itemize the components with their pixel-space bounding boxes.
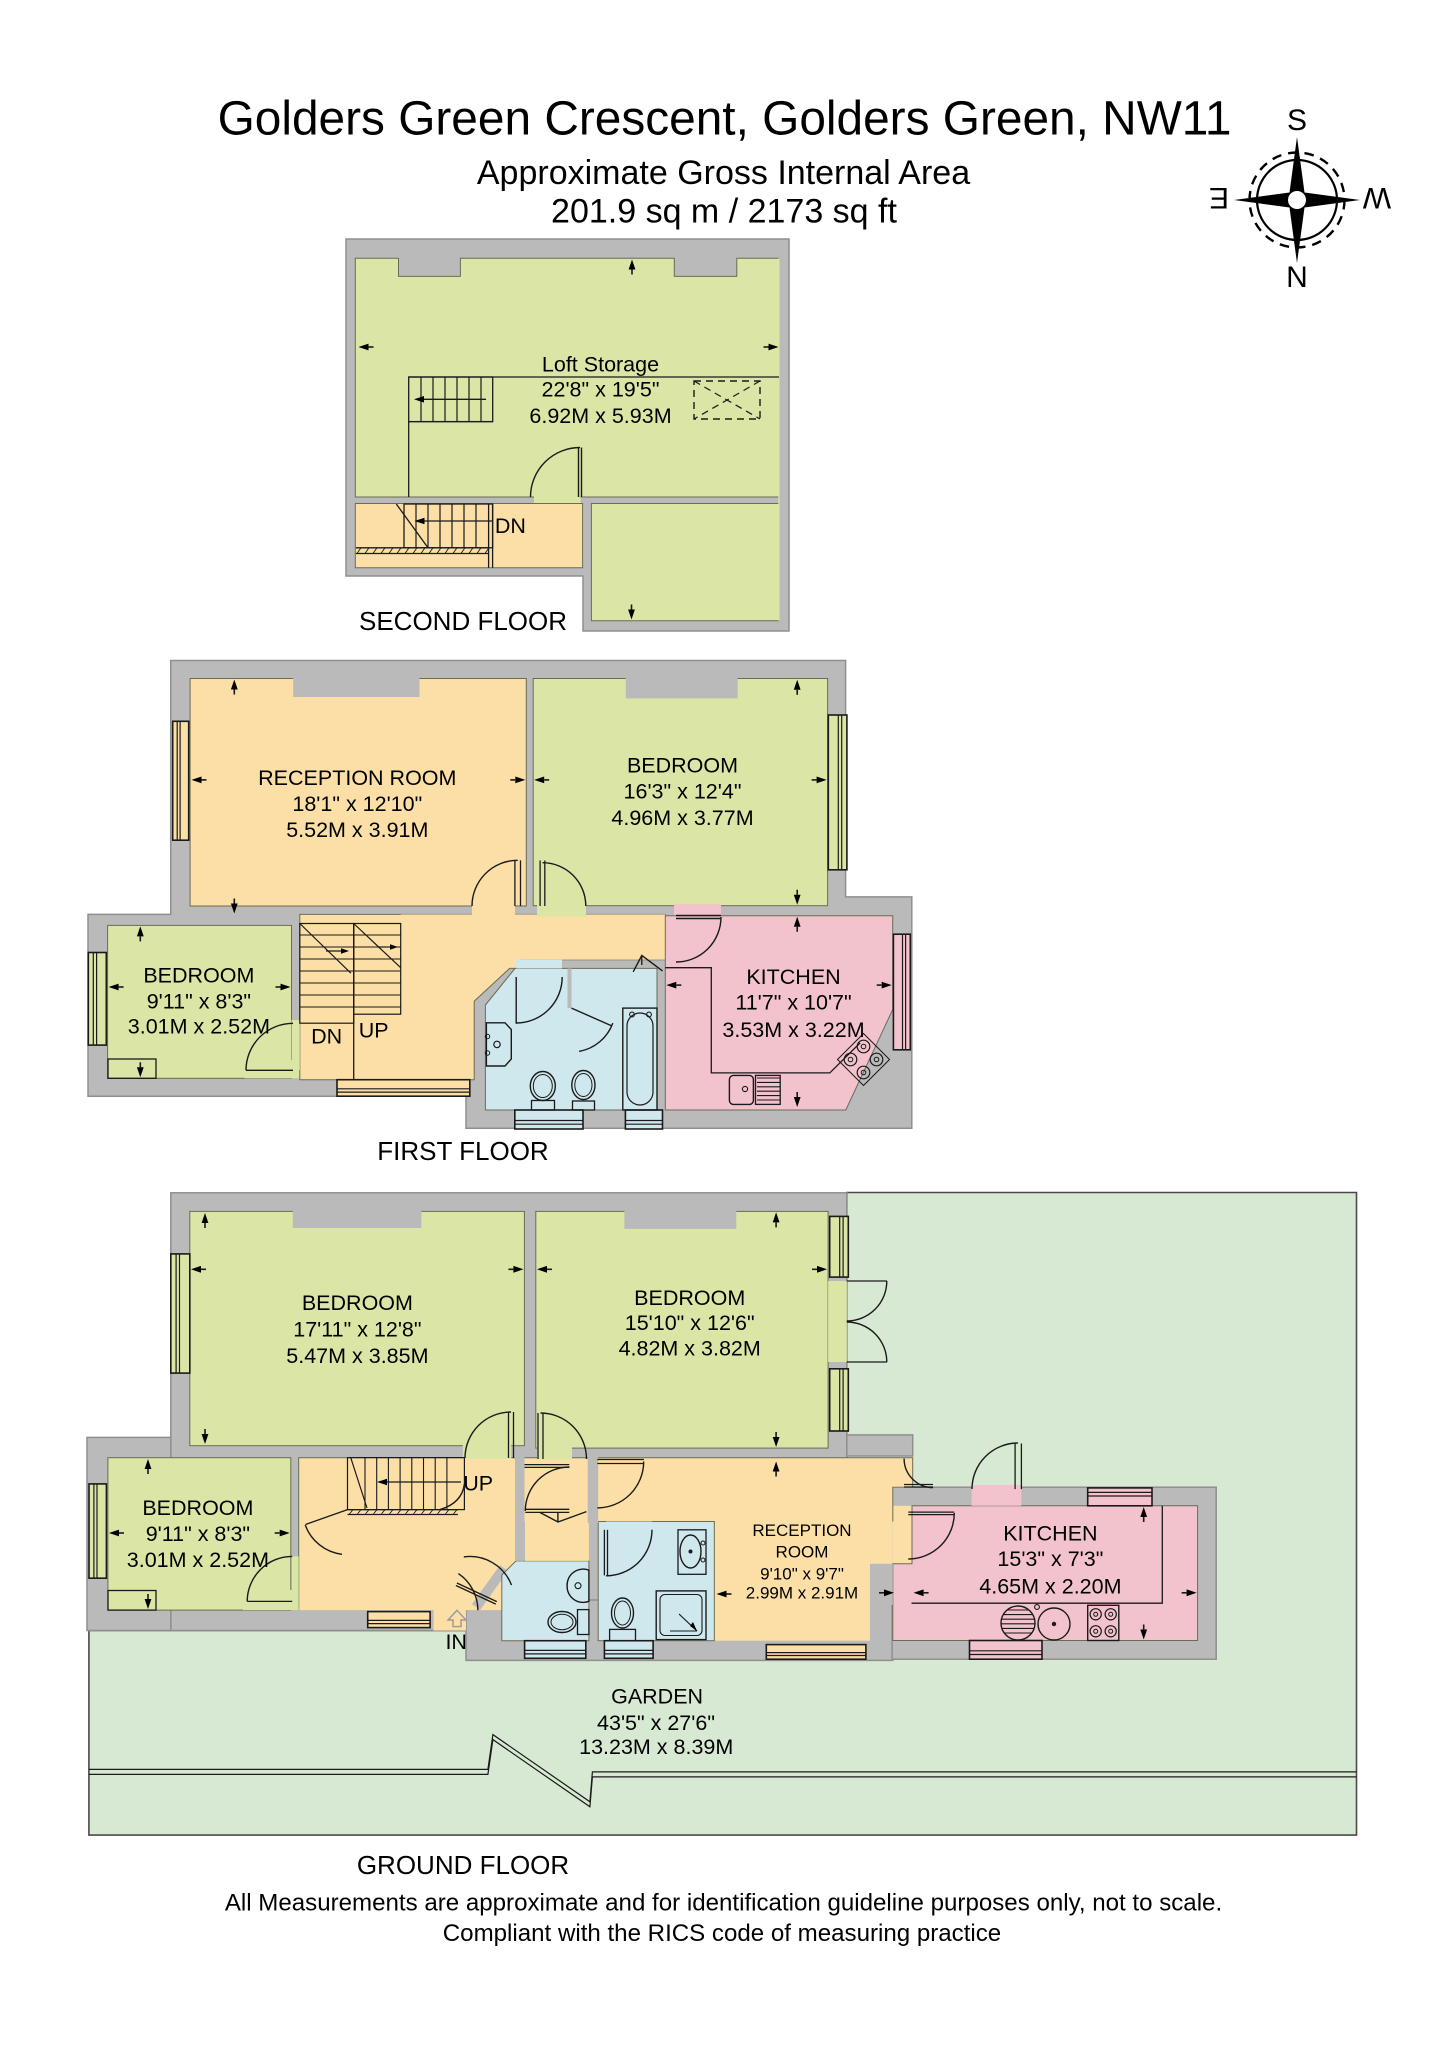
svg-text:201.9 sq m / 2173 sq ft: 201.9 sq m / 2173 sq ft — [551, 193, 897, 231]
svg-text:Golders Green Crescent, Golder: Golders Green Crescent, Golders Green, N… — [218, 93, 1232, 146]
svg-text:4.96M x 3.77M: 4.96M x 3.77M — [611, 806, 753, 830]
svg-text:BEDROOM: BEDROOM — [142, 1496, 253, 1520]
svg-text:KITCHEN: KITCHEN — [1003, 1521, 1097, 1545]
svg-text:BEDROOM: BEDROOM — [634, 1286, 745, 1310]
svg-text:11'7" x 10'7": 11'7" x 10'7" — [735, 990, 851, 1014]
svg-text:N: N — [1286, 261, 1308, 294]
svg-text:SECOND FLOOR: SECOND FLOOR — [359, 606, 567, 636]
svg-text:6.92M x 5.93M: 6.92M x 5.93M — [529, 404, 671, 428]
svg-text:E: E — [1209, 181, 1229, 214]
svg-text:43'5" x 27'6": 43'5" x 27'6" — [597, 1711, 715, 1735]
svg-text:17'11" x 12'8": 17'11" x 12'8" — [293, 1318, 421, 1342]
svg-text:BEDROOM: BEDROOM — [143, 963, 254, 987]
svg-text:13.23M x 8.39M: 13.23M x 8.39M — [579, 1735, 733, 1759]
svg-text:Compliant with the RICS code o: Compliant with the RICS code of measurin… — [443, 1920, 1001, 1947]
svg-text:GROUND FLOOR: GROUND FLOOR — [357, 1850, 569, 1880]
svg-text:16'3" x 12'4": 16'3" x 12'4" — [624, 780, 742, 804]
svg-text:3.01M x 2.52M: 3.01M x 2.52M — [128, 1015, 270, 1039]
svg-text:GARDEN: GARDEN — [611, 1685, 703, 1709]
svg-text:9'10" x 9'7": 9'10" x 9'7" — [760, 1564, 844, 1583]
svg-text:4.65M x 2.20M: 4.65M x 2.20M — [979, 1575, 1121, 1599]
svg-text:Loft Storage: Loft Storage — [542, 353, 659, 377]
svg-text:15'3" x 7'3": 15'3" x 7'3" — [997, 1547, 1103, 1571]
svg-text:RECEPTION ROOM: RECEPTION ROOM — [258, 766, 456, 790]
svg-text:3.01M x 2.52M: 3.01M x 2.52M — [127, 1548, 269, 1572]
svg-text:KITCHEN: KITCHEN — [746, 965, 840, 989]
svg-text:3.53M x 3.22M: 3.53M x 3.22M — [722, 1018, 864, 1042]
svg-text:Approximate Gross Internal Are: Approximate Gross Internal Area — [477, 154, 970, 192]
svg-text:15'10" x 12'6": 15'10" x 12'6" — [625, 1311, 755, 1335]
svg-text:FIRST FLOOR: FIRST FLOOR — [377, 1136, 548, 1166]
svg-text:18'1" x 12'10": 18'1" x 12'10" — [292, 792, 422, 816]
svg-text:RECEPTION: RECEPTION — [752, 1521, 851, 1540]
svg-text:9'11" x 8'3": 9'11" x 8'3" — [146, 1522, 250, 1546]
svg-text:S: S — [1287, 104, 1307, 137]
svg-text:2.99M x 2.91M: 2.99M x 2.91M — [746, 1584, 858, 1603]
svg-text:All Measurements are approxima: All Measurements are approximate and for… — [225, 1890, 1222, 1917]
svg-text:BEDROOM: BEDROOM — [302, 1291, 413, 1315]
svg-text:UP: UP — [463, 1472, 493, 1496]
svg-text:22'8" x 19'5": 22'8" x 19'5" — [542, 378, 660, 402]
svg-text:5.52M x 3.91M: 5.52M x 3.91M — [286, 818, 428, 842]
svg-text:W: W — [1362, 181, 1391, 214]
svg-text:4.82M x 3.82M: 4.82M x 3.82M — [619, 1337, 761, 1361]
svg-text:5.47M x 3.85M: 5.47M x 3.85M — [286, 1344, 428, 1368]
svg-text:ROOM: ROOM — [776, 1543, 829, 1562]
svg-text:IN: IN — [445, 1630, 467, 1654]
svg-text:UP: UP — [359, 1019, 389, 1043]
svg-text:BEDROOM: BEDROOM — [627, 753, 738, 777]
svg-text:DN: DN — [311, 1025, 342, 1049]
svg-text:DN: DN — [495, 514, 526, 538]
svg-text:9'11" x 8'3": 9'11" x 8'3" — [147, 990, 251, 1014]
